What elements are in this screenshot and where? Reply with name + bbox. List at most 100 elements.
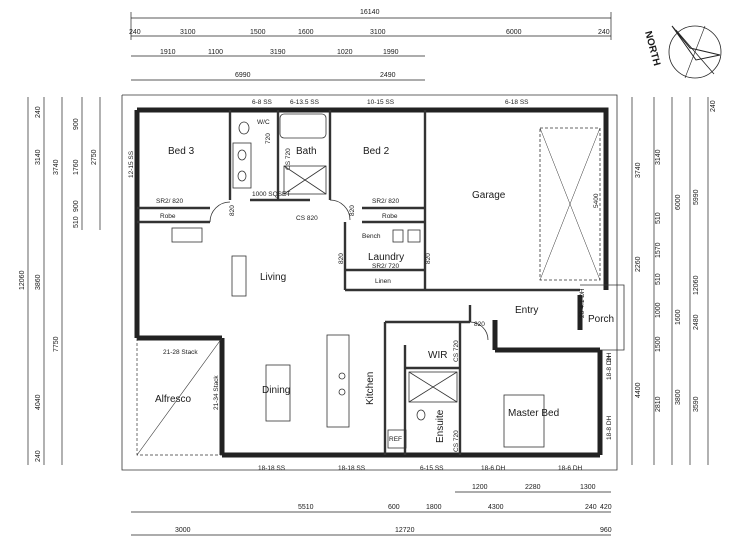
note-win-6-8-ss: 6-8 SS [252, 99, 273, 106]
dim-right4-4: 3590 [693, 396, 700, 412]
room-wc: W/C [257, 119, 270, 126]
dim-right4-2: 12060 [693, 275, 700, 295]
dim-right3-2: 1600 [675, 309, 682, 325]
note-sqset: 1000 SQSET [252, 191, 290, 198]
dim-right4-1: 5990 [693, 189, 700, 205]
dim-top-3: 1500 [250, 29, 266, 36]
dim-top2-1: 1910 [160, 49, 176, 56]
dim-left3-2: 1760 [73, 159, 80, 175]
note-win-18-8-dh-a: 18-8 DH [606, 355, 613, 380]
dim-top-2: 3100 [180, 29, 196, 36]
room-bath: Bath [296, 146, 317, 157]
note-win-6-13-5-ss: 6-13.5 SS [290, 99, 320, 106]
plan-walls [121, 94, 625, 471]
room-wir: WIR [428, 350, 447, 361]
dim-bot-c2: 12720 [395, 527, 415, 534]
dim-top2-4: 1020 [337, 49, 353, 56]
note-cs720-bath: CS 720 [285, 148, 292, 170]
dim-bot-b3: 1800 [426, 504, 442, 511]
left-dimensions: 12060 240 3140 3860 4040 240 3740 7750 9… [19, 97, 101, 465]
dim-left-4: 4040 [35, 394, 42, 410]
room-garage: Garage [472, 190, 506, 201]
dim-top-5: 3100 [370, 29, 386, 36]
interior-walls [137, 110, 580, 455]
room-porch: Porch [588, 314, 614, 325]
dim-right2-7: 2810 [655, 396, 662, 412]
note-d820-entry: 820 [474, 321, 485, 328]
dim-left3-1: 900 [73, 118, 80, 130]
dim-bot-b6: 420 [600, 504, 612, 511]
north-label: NORTH [642, 30, 662, 67]
dim-left3-3: 900 [73, 200, 80, 212]
room-living: Living [260, 272, 286, 283]
dim-bot-a3: 1300 [580, 484, 596, 491]
room-dining: Dining [262, 385, 290, 396]
dim-right-3: 4400 [635, 382, 642, 398]
room-master: Master Bed [508, 408, 559, 419]
room-ref: REF [389, 436, 402, 443]
dim-top2-2: 1100 [208, 49, 223, 56]
note-win-12-15-ss: 12-15 SS [128, 150, 135, 178]
note-d820-b: 820 [349, 205, 356, 216]
room-entry: Entry [515, 305, 538, 316]
annotations: 6-8 SS 6-13.5 SS 10-15 SS 6-18 SS 12-15 … [128, 99, 613, 472]
dim-left-outer: 12060 [19, 270, 26, 290]
dim-top-7: 240 [598, 29, 610, 36]
dim-left4-1: 2750 [91, 149, 98, 165]
top-dimensions: 16140 240 3100 1500 1600 3100 6000 240 1… [129, 9, 612, 81]
room-bench: Bench [362, 233, 381, 240]
room-robe-1: Robe [160, 213, 176, 220]
note-wc-720: 720 [265, 133, 272, 144]
dim-right2-3: 1570 [655, 242, 662, 258]
dim-right3-1: 6000 [675, 194, 682, 210]
note-d820-d: 820 [425, 253, 432, 264]
right-dimensions: 3740 2260 4400 3140 510 1570 510 1000 15… [631, 97, 717, 465]
room-alfresco: Alfresco [155, 394, 192, 405]
room-robe-2: Robe [382, 213, 398, 220]
dim-right2-6: 1500 [655, 336, 662, 352]
dim-left2-2: 7750 [53, 336, 60, 352]
dim-right5-1: 240 [710, 100, 717, 112]
dim-top3-1: 6990 [235, 72, 251, 79]
note-stack-21-34: 21-34 Stack [213, 375, 220, 410]
note-d820-a: 820 [229, 205, 236, 216]
dim-left-2: 3140 [35, 149, 42, 165]
dim-overall-width: 16140 [360, 9, 380, 16]
dim-top2-3: 3190 [270, 49, 286, 56]
dim-right4-3: 2480 [693, 314, 700, 330]
bottom-dimensions: 1200 2280 1300 5510 600 1800 4300 240 42… [131, 484, 612, 536]
dim-top2-5: 1990 [383, 49, 399, 56]
dim-right3-3: 3800 [675, 389, 682, 405]
dim-bot-b2: 600 [388, 504, 400, 511]
dim-right-1: 3740 [635, 162, 642, 178]
dim-top-6: 6000 [506, 29, 522, 36]
note-win-6-18-ss-top: 6-18 SS [505, 99, 529, 106]
dim-right2-1: 3140 [655, 149, 662, 165]
room-bed2: Bed 2 [363, 146, 390, 157]
note-sr2-720: SR2/ 720 [372, 263, 399, 270]
dim-right2-5: 1000 [655, 302, 662, 318]
room-kitchen: Kitchen [365, 372, 376, 405]
room-bed3: Bed 3 [168, 146, 195, 157]
room-labels: Bed 3 Bath Bed 2 Garage W/C Robe Robe Be… [155, 119, 614, 443]
dim-bot-a1: 1200 [472, 484, 488, 491]
fixtures [171, 113, 601, 449]
note-stack-21-28: 21-28 Stack [163, 349, 198, 356]
note-sr2-820-b: SR2/ 820 [372, 198, 399, 205]
dim-bot-c1: 3000 [175, 527, 191, 534]
dim-left2-1: 3740 [53, 159, 60, 175]
note-win-18-8-dh-b: 18-8 DH [606, 415, 613, 440]
room-linen: Linen [375, 278, 391, 285]
note-win-20-4-1-dh: 20-4.1 DH [579, 288, 586, 318]
dim-bot-b5: 240 [585, 504, 597, 511]
dim-right-2: 2260 [635, 256, 642, 272]
note-win-6-15-ss: 6-15 SS [420, 465, 444, 472]
dim-right2-2: 510 [655, 212, 662, 224]
note-win-18-6-dh-a: 18-6 DH [481, 465, 506, 472]
note-dh-right: DH [606, 352, 613, 362]
dim-bot-b4: 4300 [488, 504, 504, 511]
north-arrow-icon [668, 25, 722, 79]
dim-top-1: 240 [129, 29, 141, 36]
note-d820-c: 820 [338, 253, 345, 264]
